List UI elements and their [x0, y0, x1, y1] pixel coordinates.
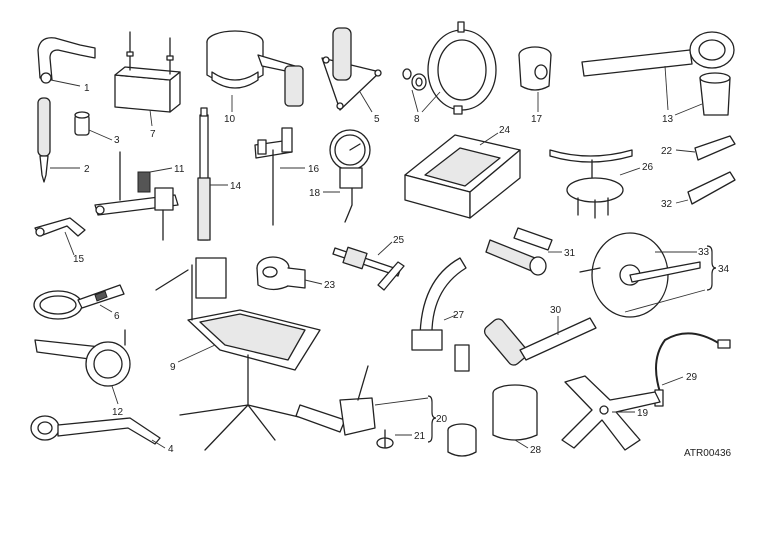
label-34: 34 [718, 264, 730, 275]
tool-19-cross [561, 375, 661, 451]
tool-1-hook [37, 37, 96, 87]
tool-25-thandle [332, 241, 405, 291]
tool-33-34-protractor [579, 232, 717, 318]
label-14: 14 [230, 181, 242, 192]
tool-10-socket [206, 30, 304, 112]
diagram-code: ATR00436 [684, 448, 732, 459]
label-27: 27 [453, 310, 465, 321]
label-30: 30 [550, 305, 562, 316]
label-29: 29 [686, 372, 698, 383]
tool-3-bush [74, 111, 113, 141]
label-26: 26 [642, 162, 654, 173]
label-33: 33 [698, 247, 710, 258]
tool-2-punch [37, 97, 80, 183]
label-19: 19 [637, 408, 649, 419]
tool-31-cylinders [485, 227, 562, 276]
tool-12-ring-spanner [34, 329, 131, 405]
label-17: 17 [531, 114, 543, 125]
label-20: 20 [436, 414, 448, 425]
label-21: 21 [414, 431, 426, 442]
tool-20-21-gauge [295, 365, 437, 449]
tool-4-offset-wrench [30, 415, 166, 449]
tool-8-ring [402, 21, 497, 115]
label-9: 9 [170, 362, 176, 373]
tool-24-tray [404, 132, 521, 219]
label-4: 4 [168, 444, 174, 455]
label-13: 13 [662, 114, 674, 125]
label-5: 5 [374, 114, 380, 125]
tool-29-probe [654, 332, 731, 407]
label-32: 32 [661, 199, 673, 210]
tool-16-support [254, 127, 305, 226]
tool-26-fixture [549, 149, 641, 219]
tool-22-cone [675, 135, 736, 161]
label-15: 15 [73, 254, 85, 265]
tool-15-lkey [34, 217, 86, 256]
label-31: 31 [564, 248, 576, 259]
tool-17-socket [518, 46, 552, 112]
label-2: 2 [84, 164, 90, 175]
tool-6-strap-wrench [33, 284, 125, 320]
tool-7-bracket [114, 31, 181, 127]
label-22: 22 [661, 146, 673, 157]
tool-32-cone [675, 171, 736, 205]
label-8: 8 [414, 114, 420, 125]
label-3: 3 [114, 135, 120, 146]
label-16: 16 [308, 164, 320, 175]
tool-11-puller [94, 151, 179, 241]
label-18: 18 [309, 188, 321, 199]
label-12: 12 [112, 407, 124, 418]
label-10: 10 [224, 114, 236, 125]
label-11: 11 [174, 164, 185, 175]
label-7: 7 [150, 129, 156, 140]
tool-14-rod [197, 107, 228, 241]
tool-13-wrench [581, 31, 735, 116]
tool-23-socket [256, 256, 323, 291]
label-1: 1 [84, 83, 90, 94]
tool-9-stand [155, 257, 321, 451]
label-6: 6 [114, 311, 120, 322]
tool-18-dial-gauge [323, 129, 371, 223]
label-23: 23 [324, 280, 336, 291]
tool-30-grip-wrench [483, 316, 597, 366]
label-24: 24 [499, 125, 511, 136]
label-25: 25 [393, 235, 405, 246]
tool-28-bushings [447, 384, 538, 457]
tool-5-plate [321, 27, 382, 113]
label-28: 28 [530, 445, 542, 456]
tool-27-arc [411, 257, 470, 372]
